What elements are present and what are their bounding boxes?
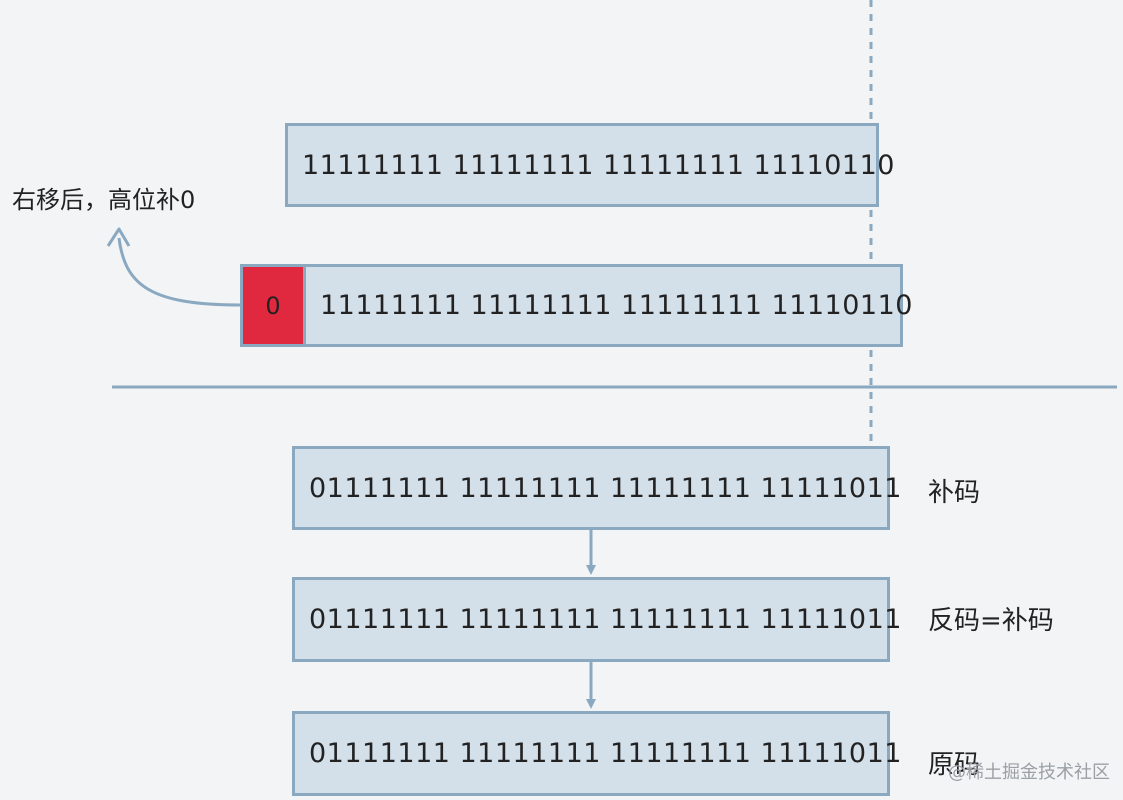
ones-complement-label: 反码=补码 bbox=[928, 606, 1054, 636]
complement-label: 补码 bbox=[928, 478, 981, 508]
curved-arrow-head bbox=[106, 227, 131, 247]
complement-bits: 01111111 11111111 11111111 11111011 bbox=[309, 472, 902, 504]
complement-box: 01111111 11111111 11111111 11111011 bbox=[292, 446, 901, 530]
sign-magnitude-bits: 01111111 11111111 11111111 11111011 bbox=[309, 738, 902, 769]
curved-arrow bbox=[117, 237, 241, 307]
fill-bit-cell: 0 bbox=[240, 264, 306, 347]
fill-bit: 0 bbox=[265, 291, 281, 320]
original-bits: 11111111 11111111 11111111 11110110 bbox=[302, 149, 895, 181]
watermark: @稀土掘金技术社区 bbox=[948, 762, 1110, 783]
sign-magnitude-label: 原码 bbox=[928, 750, 981, 780]
ones-complement-bits: 01111111 11111111 11111111 11111011 bbox=[309, 604, 902, 635]
sign-magnitude-box: 01111111 11111111 11111111 11111011 bbox=[292, 711, 901, 796]
shifted-bits-box: 11111111 11111111 11111111 11110110 bbox=[303, 264, 912, 347]
ones-complement-box: 01111111 11111111 11111111 11111011 bbox=[292, 577, 901, 662]
shift-annotation: 右移后，高位补0 bbox=[12, 186, 196, 214]
shifted-bits: 11111111 11111111 11111111 11110110 bbox=[320, 290, 913, 321]
original-bits-box: 11111111 11111111 11111111 11110110 bbox=[285, 123, 894, 207]
